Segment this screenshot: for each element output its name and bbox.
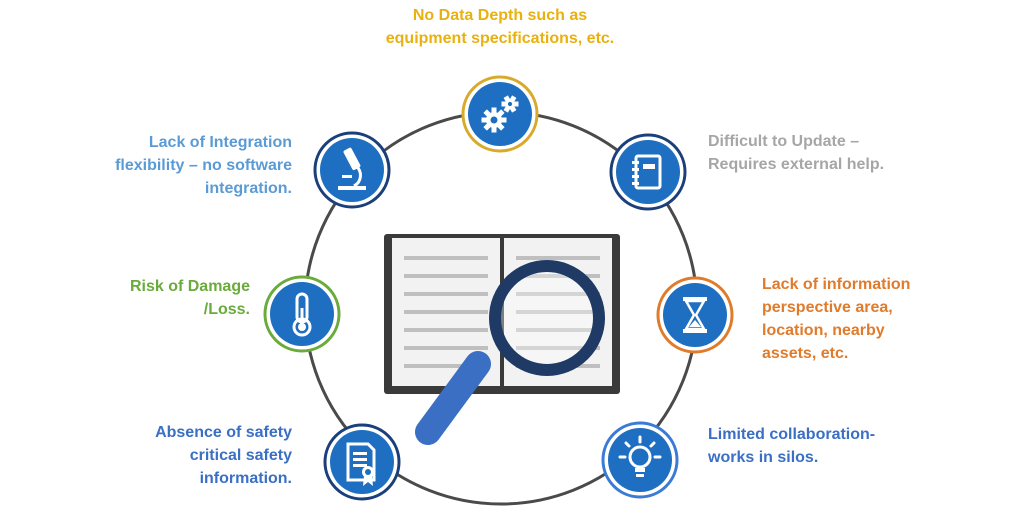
label-top: No Data Depth such as equipment specific… xyxy=(385,7,615,47)
microscope-icon xyxy=(313,131,391,209)
label-mid-left: Risk of Damage /Loss. xyxy=(129,278,250,318)
thermometer-icon xyxy=(263,275,341,353)
label-mid-right: Lack of information perspective area, lo… xyxy=(762,276,911,362)
label-lower-left: Absence of safety critical safety inform… xyxy=(155,424,292,487)
notebook-icon xyxy=(609,133,687,211)
label-upper-left: Lack of Integration flexibility – no sof… xyxy=(115,134,292,197)
hourglass-icon xyxy=(656,276,734,354)
label-upper-right: Difficult to Update – Requires external … xyxy=(708,133,885,173)
magnifying-glass-icon xyxy=(415,260,605,445)
certificate-icon xyxy=(323,423,401,501)
label-lower-right: Limited collaboration- works in silos. xyxy=(708,426,876,466)
lightbulb-icon xyxy=(601,421,679,499)
gears-icon xyxy=(461,75,539,153)
